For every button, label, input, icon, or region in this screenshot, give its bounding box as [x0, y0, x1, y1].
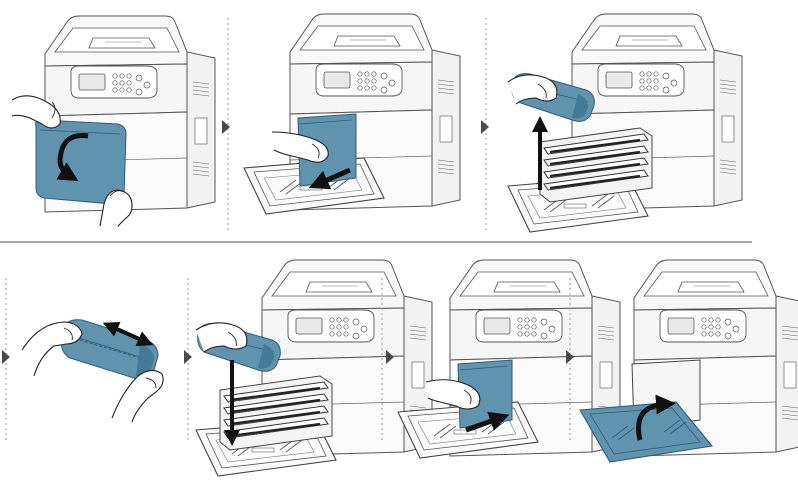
step-7-close-front-cover	[579, 259, 798, 463]
next-step-chevron-icon	[386, 350, 394, 364]
step-6-push-in-tray	[397, 259, 621, 459]
step-4-shake-toner-cartridge	[21, 319, 164, 423]
hand-icon	[195, 322, 248, 353]
step-3-remove-toner-cartridge	[507, 13, 743, 233]
pull-out-arrow-icon	[308, 167, 352, 190]
next-step-chevron-icon	[222, 120, 230, 134]
hand-icon	[99, 189, 133, 227]
push-in-arrow-icon	[465, 411, 510, 433]
hand-icon	[111, 369, 164, 423]
step-1-open-front-cover	[11, 15, 216, 227]
curved-up-arrow-icon	[636, 394, 676, 441]
next-step-chevron-icon	[566, 350, 574, 364]
hand-icon	[507, 74, 558, 105]
hand-icon	[425, 379, 481, 410]
hand-icon	[21, 321, 83, 377]
hand-icon	[11, 95, 61, 129]
curved-down-arrow-icon	[56, 133, 89, 182]
next-step-chevron-icon	[481, 120, 489, 134]
hand-icon	[271, 131, 329, 163]
next-step-chevron-icon	[184, 350, 192, 364]
double-horizontal-arrow-icon	[102, 321, 154, 347]
step-2-pull-out-tray	[243, 13, 461, 215]
step-5-insert-toner-cartridge	[195, 259, 433, 477]
next-step-chevron-icon	[2, 350, 10, 364]
